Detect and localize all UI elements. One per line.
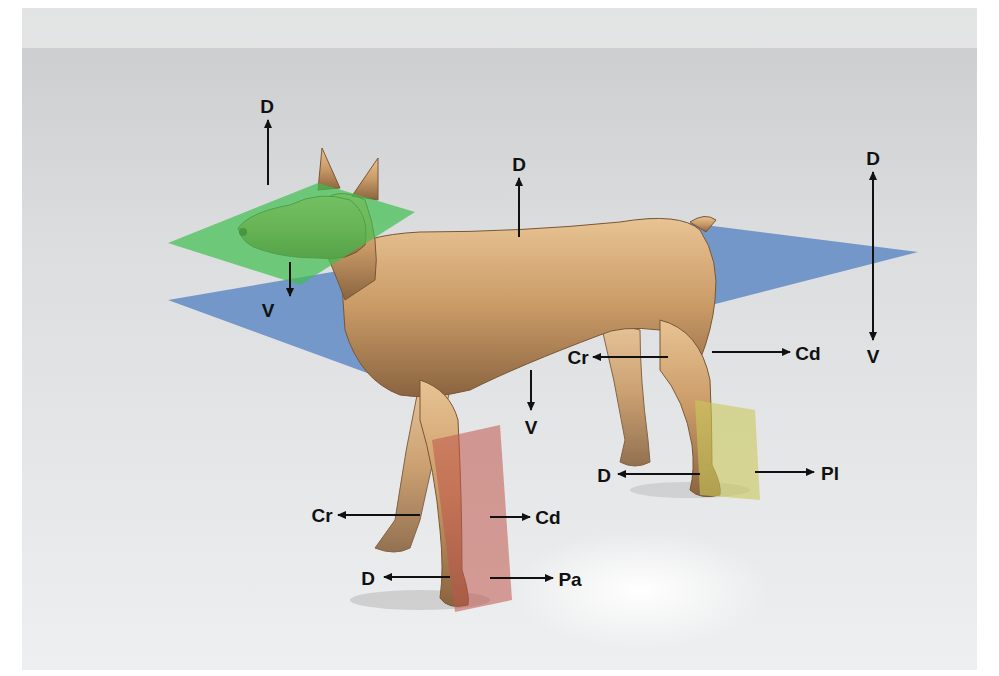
direction-label: V [525,418,538,437]
direction-label: Pa [558,570,581,589]
direction-label: D [260,97,274,116]
direction-label: D [866,149,880,168]
direction-label: D [512,155,526,174]
direction-label: Cr [311,506,332,525]
direction-label: Pl [821,464,839,483]
direction-label: D [361,569,375,588]
direction-label: Cd [535,508,560,527]
direction-label: D [597,466,611,485]
direction-label: Cd [795,344,820,363]
direction-label: V [262,301,275,320]
direction-label: Cr [567,348,588,367]
direction-label: V [867,347,880,366]
